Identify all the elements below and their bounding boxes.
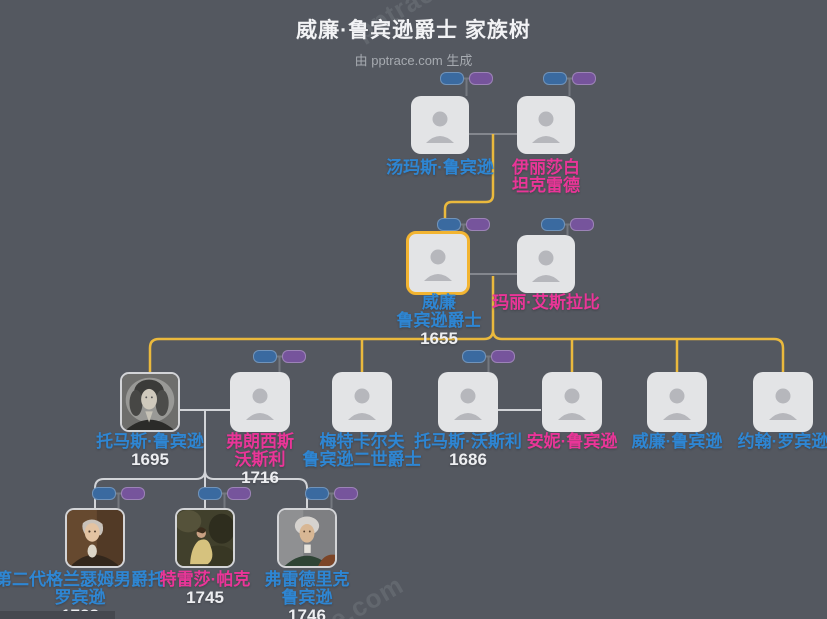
father-pill[interactable]	[437, 218, 461, 231]
person-name: 安妮·鲁宾逊	[526, 432, 618, 451]
person-name: 弗朗西斯	[226, 432, 294, 451]
avatar-silhouette-icon	[426, 111, 454, 143]
collapsed-parents-william	[437, 218, 490, 231]
avatar-silhouette-icon	[348, 388, 376, 420]
father-pill[interactable]	[253, 350, 277, 363]
mother-pill[interactable]	[572, 72, 596, 85]
collapsed-parents-elizabeth	[543, 72, 596, 85]
person-year: 1686	[449, 450, 487, 469]
person-label-frances-worsley: 弗朗西斯 沃斯利 1716	[160, 433, 360, 487]
header: 威廉·鲁宾逊爵士 家族树 由 pptrace.com 生成	[0, 14, 827, 69]
person-node-baron-grantham[interactable]	[65, 508, 125, 568]
mother-pill[interactable]	[227, 487, 251, 500]
avatar-silhouette-icon	[769, 388, 797, 420]
person-label-metcalfe-robinson: 梅特卡尔夫 鲁宾逊二世爵士	[262, 433, 462, 469]
father-pill[interactable]	[541, 218, 565, 231]
person-node-elizabeth-tancred[interactable]	[517, 96, 575, 154]
page-subtitle: 由 pptrace.com 生成	[354, 53, 473, 68]
person-label-thomas-robinson-elder: 汤玛斯·鲁宾逊	[350, 159, 530, 177]
person-name: 伊丽莎白	[512, 158, 580, 177]
page-title: 威廉·鲁宾逊爵士 家族树	[296, 19, 531, 42]
person-node-john-robinson[interactable]	[753, 372, 813, 432]
person-node-metcalfe-robinson[interactable]	[332, 372, 392, 432]
person-node-thomas-robinson-elder[interactable]	[411, 96, 469, 154]
bottom-edge-bar	[0, 611, 115, 619]
person-year: 1695	[131, 450, 169, 469]
portrait-thomas-robinson-1695	[122, 374, 178, 430]
person-name: 第二代格兰瑟姆男爵托	[0, 570, 165, 589]
father-pill[interactable]	[305, 487, 329, 500]
person-node-mary-aislabie[interactable]	[517, 235, 575, 293]
avatar-silhouette-icon	[663, 388, 691, 420]
mother-pill[interactable]	[469, 72, 493, 85]
person-node-frances-worsley[interactable]	[230, 372, 290, 432]
mother-pill[interactable]	[570, 218, 594, 231]
person-node-william-robinson-sir[interactable]	[406, 231, 470, 295]
collapsed-parents-grantham	[92, 487, 145, 500]
person-year: 1716	[241, 468, 279, 487]
person-name: 托马斯·鲁宾逊	[96, 432, 204, 451]
person-node-anne-robinson[interactable]	[542, 372, 602, 432]
portrait-theresa-parker	[177, 510, 233, 566]
person-name: 鲁宾逊爵士	[396, 311, 482, 330]
mother-pill[interactable]	[282, 350, 306, 363]
person-node-frederick-robinson[interactable]	[277, 508, 337, 568]
person-name: 特雷莎·帕克	[159, 570, 251, 589]
father-pill[interactable]	[198, 487, 222, 500]
person-label-anne-robinson: 安妮·鲁宾逊	[472, 433, 672, 451]
person-name: 玛丽·艾斯拉比	[492, 293, 600, 312]
person-node-theresa-parker[interactable]	[175, 508, 235, 568]
person-name: 梅特卡尔夫	[319, 432, 405, 451]
person-label-thomas-robinson-1695: 托马斯·鲁宾逊 1695	[50, 433, 250, 469]
collapsed-parents-theresa	[198, 487, 251, 500]
portrait-baron-grantham	[67, 510, 123, 566]
person-name: 沃斯利	[234, 450, 286, 469]
person-name: 鲁宾逊二世爵士	[302, 450, 422, 469]
collapsed-parents-frances	[253, 350, 306, 363]
person-label-elizabeth-tancred: 伊丽莎白 坦克雷德	[456, 159, 636, 195]
father-pill[interactable]	[440, 72, 464, 85]
person-node-thomas-worsley[interactable]	[438, 372, 498, 432]
collapsed-parents-worsley	[462, 350, 515, 363]
person-name: 弗雷德里克	[264, 570, 350, 589]
mother-pill[interactable]	[491, 350, 515, 363]
avatar-silhouette-icon	[532, 250, 560, 282]
person-name: 罗宾逊	[54, 588, 106, 607]
person-name: 托马斯·沃斯利	[414, 432, 522, 451]
person-node-thomas-robinson-1695[interactable]	[120, 372, 180, 432]
avatar-silhouette-icon	[532, 111, 560, 143]
person-year: 1655	[420, 329, 458, 348]
avatar-silhouette-icon	[246, 388, 274, 420]
person-name: 威廉·鲁宾逊	[631, 432, 723, 451]
mother-pill[interactable]	[334, 487, 358, 500]
person-year: 1745	[186, 588, 224, 607]
portrait-frederick-robinson	[279, 510, 335, 566]
father-pill[interactable]	[92, 487, 116, 500]
person-label-frederick-robinson: 弗雷德里克 鲁宾逊 1746	[207, 571, 407, 619]
mother-pill[interactable]	[466, 218, 490, 231]
collapsed-parents-frederick	[305, 487, 358, 500]
person-name: 威廉	[422, 293, 456, 312]
person-name: 约翰·罗宾逊	[737, 432, 827, 451]
father-pill[interactable]	[462, 350, 486, 363]
person-label-mary-aislabie: 玛丽·艾斯拉比	[446, 294, 646, 312]
collapsed-parents-thomas-elder	[440, 72, 493, 85]
person-label-john-robinson: 约翰·罗宾逊	[683, 433, 827, 451]
collapsed-parents-mary	[541, 218, 594, 231]
person-label-william-robinson-jr: 威廉·鲁宾逊	[577, 433, 777, 451]
person-name: 鲁宾逊	[281, 588, 333, 607]
avatar-silhouette-icon	[424, 249, 452, 281]
person-name: 汤玛斯·鲁宾逊	[386, 158, 494, 177]
avatar-silhouette-icon	[454, 388, 482, 420]
person-label-william-robinson-sir: 威廉 鲁宾逊爵士 1655	[339, 294, 539, 348]
person-label-thomas-worsley: 托马斯·沃斯利 1686	[368, 433, 568, 469]
person-name: 坦克雷德	[512, 176, 580, 195]
person-label-theresa-parker: 特雷莎·帕克 1745	[105, 571, 305, 607]
person-node-william-robinson-jr[interactable]	[647, 372, 707, 432]
person-year: 1746	[288, 606, 326, 619]
avatar-silhouette-icon	[558, 388, 586, 420]
father-pill[interactable]	[543, 72, 567, 85]
person-label-baron-grantham: 第二代格兰瑟姆男爵托 罗宾逊 1738	[0, 571, 180, 619]
mother-pill[interactable]	[121, 487, 145, 500]
